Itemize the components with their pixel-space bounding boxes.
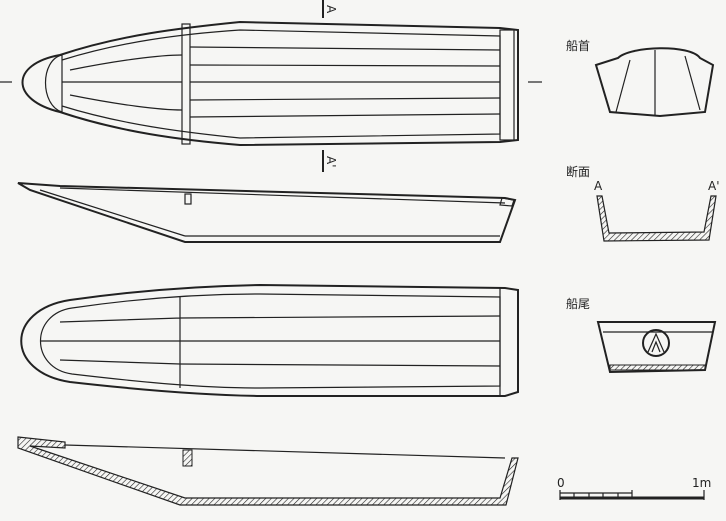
stern-label: 船尾: [566, 297, 590, 311]
scale-start: 0: [557, 476, 565, 490]
cut-mark-a-prime: A': [324, 156, 338, 168]
section-point-a-prime: A': [708, 179, 720, 193]
scale-end: 1m: [692, 476, 711, 490]
plan-view-bottom: [20, 283, 519, 397]
plan-view-top: A A': [0, 0, 542, 172]
section-label: 断面: [566, 164, 590, 179]
longitudinal-section: [17, 436, 519, 506]
cross-section-view: [596, 195, 717, 242]
cut-mark-a: A: [324, 5, 338, 14]
section-point-a: A: [594, 179, 603, 193]
side-view-top: [17, 182, 517, 243]
scale-bar: 0 1m: [557, 476, 711, 500]
bow-view: [594, 47, 715, 118]
bow-label: 船首: [566, 39, 590, 53]
stern-view: [596, 321, 717, 374]
